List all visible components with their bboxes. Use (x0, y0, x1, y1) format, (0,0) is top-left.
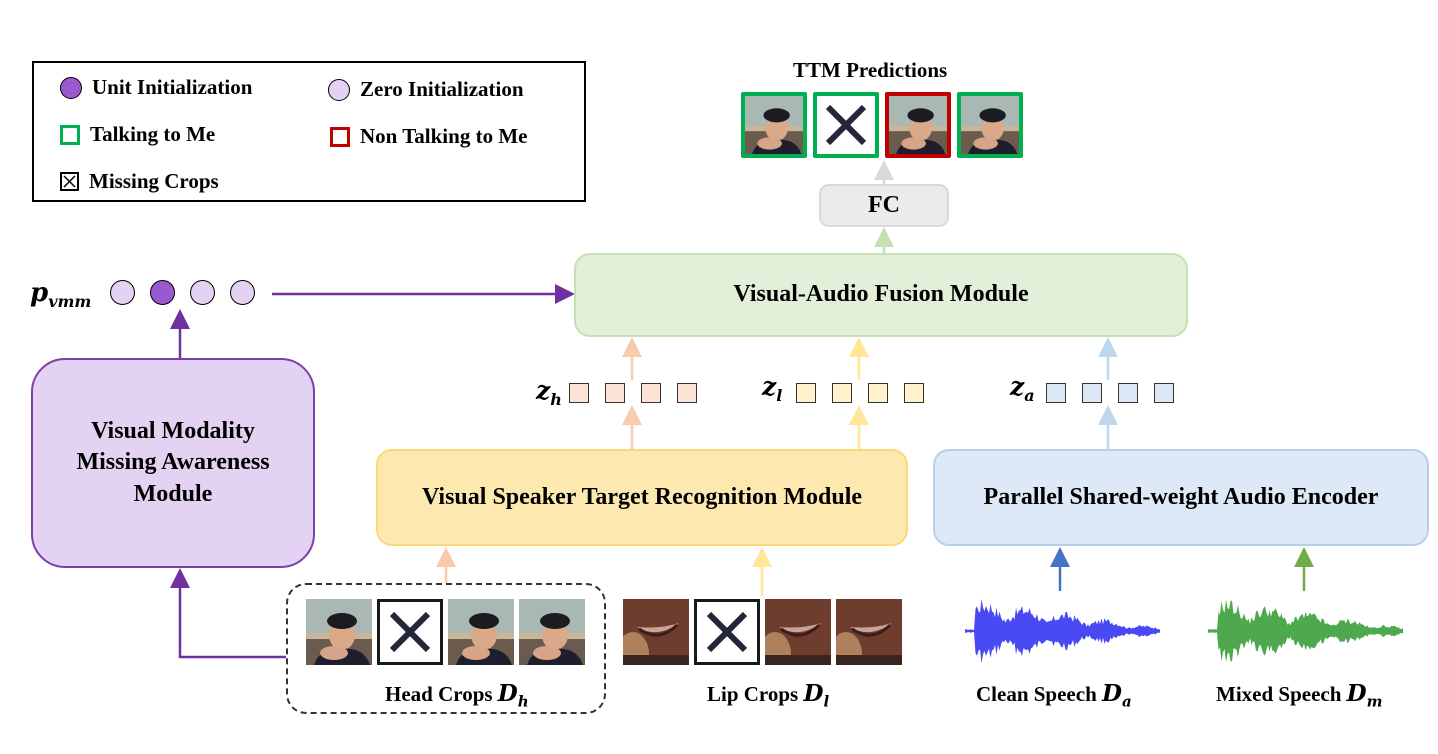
head-feature-token (569, 383, 589, 403)
audio-feature-token (1082, 383, 1102, 403)
mixed-speech-waveform (1208, 599, 1403, 663)
prediction-talking (741, 92, 807, 158)
lip-feature-token (832, 383, 852, 403)
missing-head-crop (377, 599, 443, 665)
head-feature-token (605, 383, 625, 403)
legend-zero-init: Zero Initialization (328, 77, 524, 102)
parallel-shared-weight-audio-encoder: Parallel Shared-weight Audio Encoder (933, 449, 1429, 546)
head-feature-token (641, 383, 661, 403)
lip-feature-token (904, 383, 924, 403)
clean-speech-waveform (965, 598, 1160, 664)
clean-speech-caption: Clean Speech Da (976, 680, 1132, 711)
audio-feature-token (1154, 383, 1174, 403)
head-crop-frame (448, 599, 514, 665)
lip-feature-token (868, 383, 888, 403)
lip-feature-token (796, 383, 816, 403)
waveform-shape (965, 598, 1160, 664)
legend: Unit Initialization Zero Initialization … (32, 61, 586, 202)
head-crop-frame (306, 599, 372, 665)
zero-init-circle (110, 280, 135, 305)
legend-non-talking: Non Talking to Me (330, 124, 527, 149)
missing-lip-crop (694, 599, 760, 665)
legend-unit-init: Unit Initialization (60, 75, 252, 100)
prediction-non-talking (885, 92, 951, 158)
filled-circle-icon (60, 76, 82, 99)
head-crop-frame (519, 599, 585, 665)
fc-layer: FC (819, 184, 949, 227)
visual-modality-missing-awareness-module: Visual Modality Missing Awareness Module (31, 358, 315, 568)
zl-label: zl (762, 372, 783, 405)
zh-label: zh (536, 376, 562, 409)
ttm-title: TTM Predictions (793, 58, 948, 82)
red-square-icon (330, 126, 350, 147)
audio-feature-token (1118, 383, 1138, 403)
lip-crop-frame (836, 599, 902, 665)
unit-init-circle (150, 280, 175, 305)
pvmm-label: pvmm (30, 278, 92, 312)
visual-speaker-target-recognition-module: Visual Speaker Target Recognition Module (376, 449, 908, 546)
cross-icon (706, 611, 748, 653)
visual-audio-fusion-module: Visual-Audio Fusion Module (574, 253, 1188, 337)
green-square-icon (60, 124, 80, 145)
light-circle-icon (328, 78, 350, 101)
head-crops-group (286, 583, 606, 714)
prediction-talking (957, 92, 1023, 158)
prediction-talking (813, 92, 879, 158)
zero-init-circle (230, 280, 255, 305)
lip-crop-frame (765, 599, 831, 665)
zero-init-circle (190, 280, 215, 305)
mixed-speech-caption: Mixed Speech Dm (1216, 680, 1383, 711)
head-feature-token (677, 383, 697, 403)
waveform-shape (1208, 599, 1403, 663)
legend-missing: Missing Crops (60, 169, 219, 194)
head-crops-caption: Head Crops Dh (385, 680, 529, 711)
lip-crop-frame (623, 599, 689, 665)
legend-talking: Talking to Me (60, 122, 215, 147)
za-label: za (1010, 372, 1035, 405)
arrow-headcrops-to-vmma (170, 568, 286, 659)
cross-icon (389, 611, 431, 653)
audio-feature-token (1046, 383, 1066, 403)
lip-crops-caption: Lip Crops Dl (707, 680, 830, 711)
crossed-box-icon (60, 172, 79, 191)
cross-icon (825, 104, 867, 146)
